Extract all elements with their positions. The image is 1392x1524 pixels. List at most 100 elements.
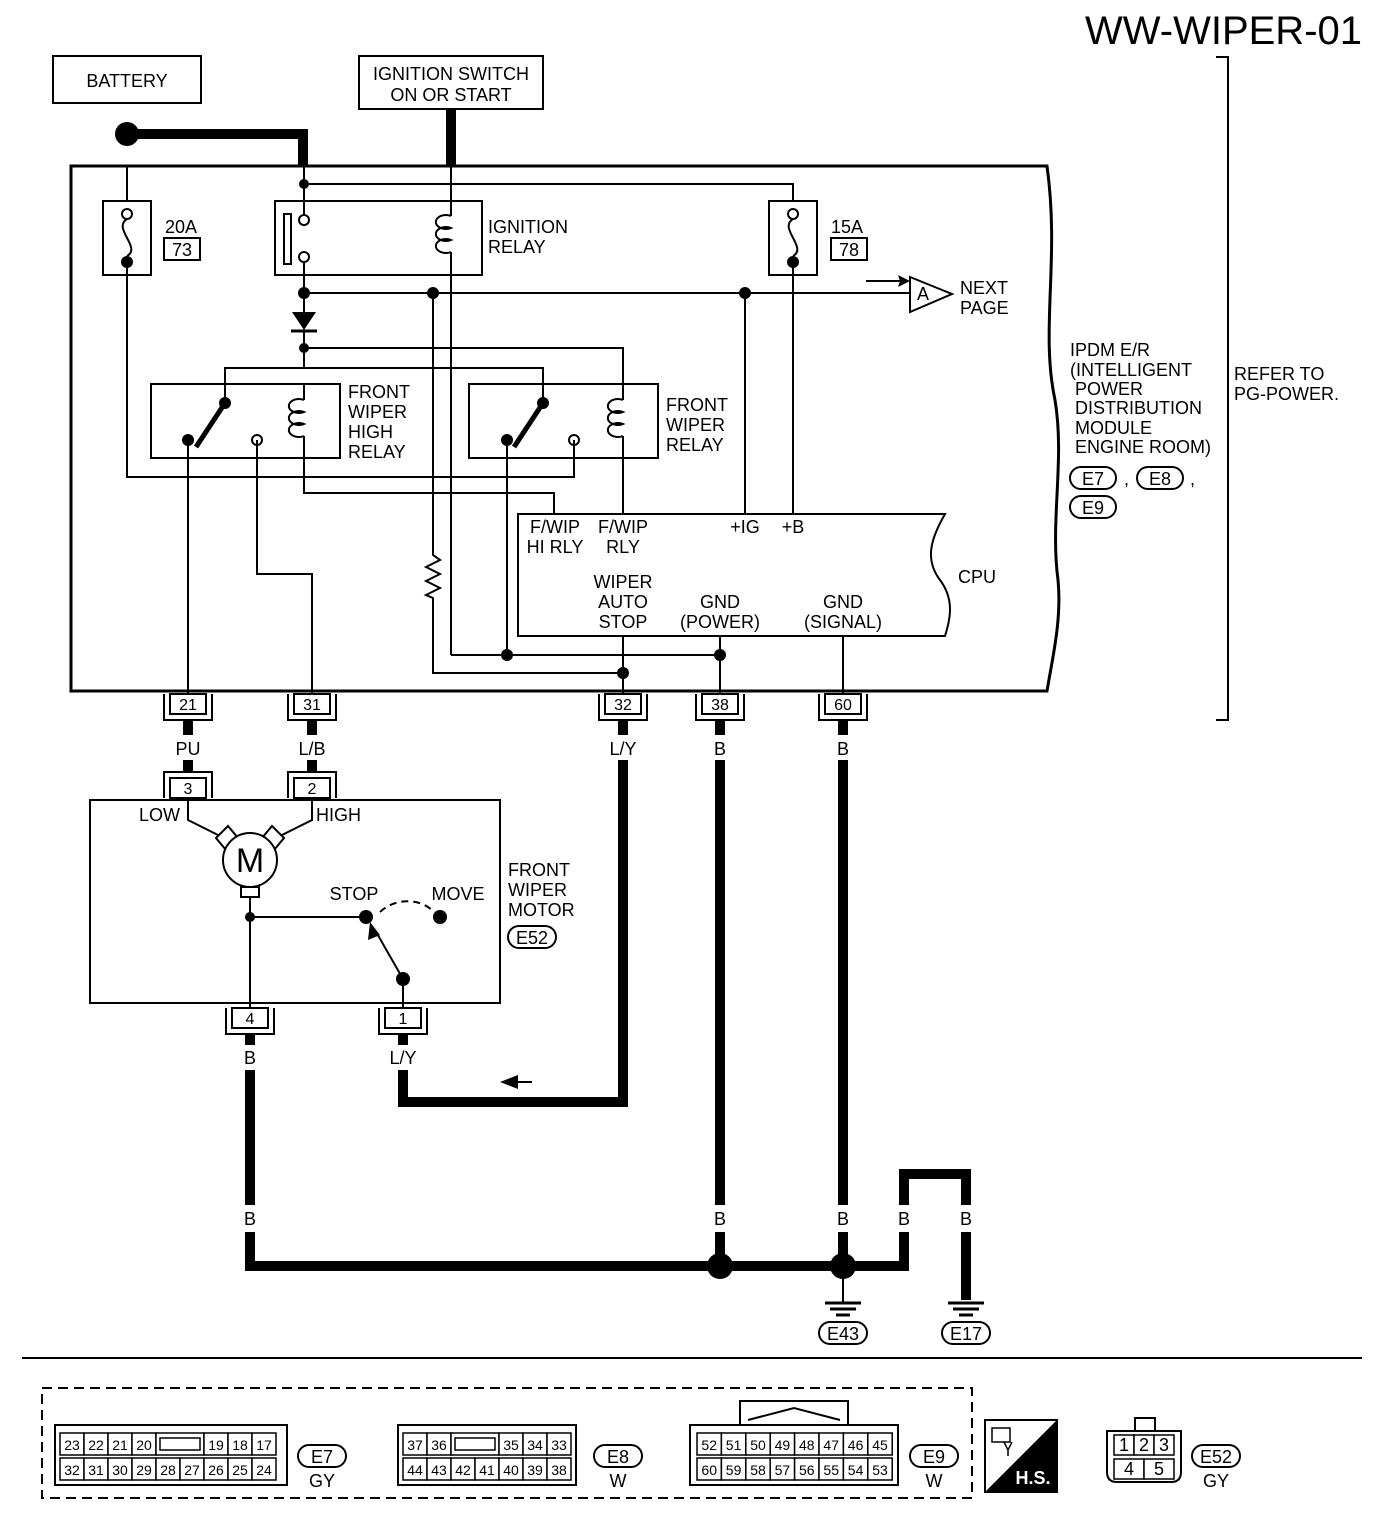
wire-color-b38: B (714, 739, 726, 759)
ipdm-pin-21: 21 (163, 693, 213, 721)
connector-cavity-number: 35 (503, 1437, 519, 1453)
battery-splice (115, 122, 139, 146)
high-relay-coil-to-cpu (303, 458, 555, 514)
cpu-pin-b: +B (782, 517, 805, 537)
next-page-connector (909, 275, 955, 314)
svg-text:38: 38 (711, 697, 729, 714)
stop-label: STOP (330, 884, 379, 904)
ipdm-desc-1: (INTELLIGENT (1070, 360, 1192, 380)
connector-cavity-number: 4 (1124, 1459, 1134, 1479)
ground-icon (948, 1301, 984, 1317)
ground-loop (899, 1169, 971, 1205)
connector-legend-tag-e9 (909, 1444, 959, 1468)
front-wiper-high-relay (150, 383, 341, 459)
wire-color-lb: L/B (298, 739, 325, 759)
ignition-relay-label-2: RELAY (488, 237, 546, 257)
connector-cavity-number: 2 (1139, 1435, 1149, 1455)
connector-legend-e8-color: W (610, 1471, 627, 1491)
connector-cavity-number: 28 (160, 1462, 176, 1478)
battery-label: BATTERY (86, 71, 167, 91)
connector-cavity-number: 54 (848, 1462, 864, 1478)
fuse-20a-rating: 20A (165, 217, 197, 237)
cpu-pin-fwip-hi-2: HI RLY (527, 537, 584, 557)
ignition-switch-box (358, 55, 544, 110)
svg-text:60: 60 (834, 697, 852, 714)
cpu-pin-auto-stop-2: AUTO (598, 592, 648, 612)
fuse-20a-to-wiper-relay (126, 262, 575, 478)
connector-cavity-number: 60 (701, 1462, 717, 1478)
wiper-relay-label-2: WIPER (666, 415, 725, 435)
cpu-label: CPU (958, 567, 996, 587)
connector-cavity (251, 1432, 277, 1456)
ground-tag-e43 (818, 1321, 868, 1345)
switch-travel-arc (379, 900, 433, 913)
cpu-pin-fwip: F/WIP (598, 517, 648, 537)
connector-legend-e9-name: E9 (923, 1447, 945, 1467)
connector-tag-e8 (1136, 466, 1184, 490)
move-label: MOVE (431, 884, 484, 904)
cpu-pin-gnd-signal-2: (SIGNAL) (804, 612, 882, 632)
motor-label-2: WIPER (508, 880, 567, 900)
connector-cavity-number: 32 (64, 1462, 80, 1478)
motor-low-lead (187, 800, 225, 839)
connector-legend-e9-color: W (926, 1471, 943, 1491)
connector-cavity-number: 26 (208, 1462, 224, 1478)
connector-cavity (867, 1432, 893, 1456)
wire-color-b4: B (244, 1048, 256, 1068)
cpu-pin-auto-stop-3: STOP (599, 612, 648, 632)
svg-text:2: 2 (308, 781, 317, 798)
ipdm-pin-31: 31 (287, 693, 337, 721)
connector-tag-e52-label: E52 (516, 928, 548, 948)
refer-target: PG-POWER. (1234, 384, 1339, 404)
connector-cavity (251, 1457, 277, 1481)
wire-color-pu: PU (175, 739, 200, 759)
connector-cavity-number: 50 (750, 1437, 766, 1453)
connector-cavity (546, 1457, 572, 1481)
connector-cavity-number: 43 (431, 1462, 447, 1478)
resistor-icon (423, 293, 623, 674)
cpu-pin-ig: +IG (730, 517, 760, 537)
auto-stop-switch-arm (374, 929, 404, 980)
connector-cavity-number: 33 (551, 1437, 567, 1453)
cpu-box (517, 513, 951, 637)
motor-label: FRONT (508, 860, 570, 880)
svg-text:3: 3 (184, 781, 193, 798)
motor-pin-1: 1 (378, 1007, 428, 1035)
move-contact (433, 910, 447, 924)
svg-text:21: 21 (179, 697, 197, 714)
wire-color-b60: B (837, 739, 849, 759)
connector-cavity-number: 31 (88, 1462, 104, 1478)
ground-wire-label-5: B (960, 1209, 972, 1229)
connector-cavity-number: 20 (136, 1437, 152, 1453)
cpu-pin-gnd-signal: GND (823, 592, 863, 612)
harness-side-icon: H.S. (984, 1419, 1058, 1493)
connector-cavity (546, 1432, 572, 1456)
connector-legend-tag-e52 (1191, 1444, 1241, 1468)
connector-cavity-number: 52 (701, 1437, 717, 1453)
connector-cavity-number: 36 (431, 1437, 447, 1453)
connector-legend-e8-name: E8 (607, 1447, 629, 1467)
connector-legend-frame (41, 1387, 973, 1499)
battery-bus (304, 183, 794, 201)
wiper-relay-common-feed (225, 367, 544, 403)
ipdm-desc-4: MODULE (1075, 418, 1152, 438)
connector-cavity-number: 44 (407, 1462, 423, 1478)
ipdm-pin-60: 60 (818, 693, 868, 721)
motor-pin-4: 4 (225, 1007, 275, 1035)
ipdm-pin-38: 38 (695, 693, 745, 721)
connector-cavity-number: 49 (775, 1437, 791, 1453)
ipdm-pin-32: 32 (598, 693, 648, 721)
connector-cavity-number: 57 (775, 1462, 791, 1478)
connector-cavity-number: 3 (1159, 1435, 1169, 1455)
connector-key-e9-mark (747, 1406, 841, 1421)
connector-cavity (1143, 1458, 1175, 1480)
connector-cavity-number: 41 (479, 1462, 495, 1478)
ipdm-desc-3: DISTRIBUTION (1075, 398, 1202, 418)
ignition-relay (274, 200, 483, 276)
connector-cavity-number: 48 (799, 1437, 815, 1453)
svg-text:32: 32 (614, 697, 632, 714)
stop-contact (359, 910, 373, 924)
wire-color-ly: L/Y (609, 739, 636, 759)
